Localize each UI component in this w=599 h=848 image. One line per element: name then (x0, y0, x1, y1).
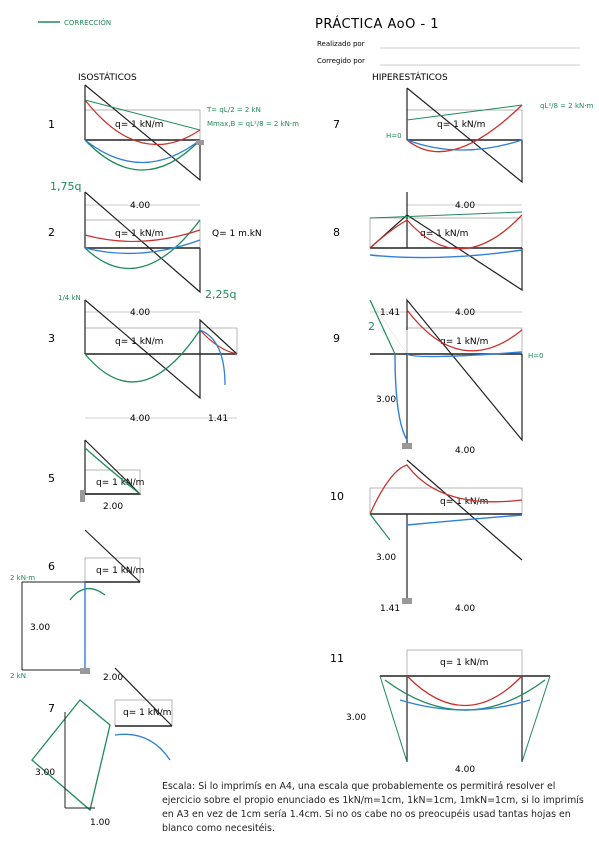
span-label-bottom: 4.00 (455, 446, 475, 456)
problem-5-number: 5 (48, 472, 55, 485)
support (196, 140, 204, 145)
problem-3-number: 3 (48, 332, 55, 345)
curve-red (84, 99, 201, 146)
side-label: 2 (368, 320, 375, 333)
moment-note: qL²/8 = 2 kN·m (540, 102, 593, 110)
load-label: q= 1 kN/m (437, 120, 485, 130)
problem-8: 8 4.00 q= 1 kN/m (333, 192, 523, 292)
problem-3: 3 1/4 kN 4.00 q= 1 kN/m 4.00 1.41 (48, 294, 238, 424)
load-label: q= 1 kN/m (420, 229, 468, 239)
span-label: 4.00 (130, 201, 150, 211)
problem-1-number: 1 (48, 118, 55, 131)
reaction-top: 1/4 kN (58, 294, 81, 302)
span-label: 2.00 (103, 502, 123, 512)
force-label: 2 kN (10, 672, 26, 680)
problem-8-number: 8 (333, 226, 340, 239)
problem-1: 1 q= 1 kN/m T= qL/2 = 2 kN Mmax,B = qL²/… (48, 84, 299, 182)
problem-7b-number: 7 (48, 702, 55, 715)
realizado-label: Realizado por (317, 40, 365, 48)
span-label: 2.00 (103, 673, 123, 683)
moment-curve-blue (84, 139, 201, 164)
p1-m-note: Mmax,B = qL²/8 = 2 kN·m (207, 120, 299, 128)
shear-line (84, 299, 238, 400)
problem-6-number: 6 (48, 560, 55, 573)
load-label: q= 1 kN/m (440, 658, 488, 668)
span-label: 4.00 (455, 308, 475, 318)
load-label: q= 1 kN/m (440, 497, 488, 507)
height-label: 3.00 (35, 768, 55, 778)
shear-line (84, 191, 201, 294)
problem-2-number: 2 (48, 226, 55, 239)
section-hiperestaticos: HIPERESTÁTICOS (372, 71, 448, 83)
problem-7-number: 7 (333, 118, 340, 131)
span-label: 1.00 (90, 818, 110, 828)
load-label: q= 1 kN/m (440, 337, 488, 347)
span-label: 4.00 (455, 201, 475, 211)
load-label: q= 1 kN/m (115, 229, 163, 239)
problem-5: 5 q= 1 kN/m 2.00 (48, 439, 144, 512)
h-label: H=0 (386, 132, 402, 140)
span2-label: 1.41 (380, 308, 400, 318)
height-label: 3.00 (30, 623, 50, 633)
shear-line (84, 84, 201, 182)
load-label: q= 1 kN/m (96, 566, 144, 576)
moment-label: Q= 1 m.kN (212, 229, 262, 239)
load-label: q= 1 kN/m (96, 478, 144, 488)
legend-correction: CORRECCIÓN (64, 18, 111, 27)
page-title: PRÁCTICA AoO - 1 (315, 16, 439, 32)
problem-2: 2 1,75q 4.00 q= 1 kN/m Q= 1 m.kN 2,25q (48, 180, 262, 301)
problem-9-number: 9 (333, 332, 340, 345)
h-label: H=0 (528, 352, 544, 360)
section-isostaticos: ISOSTÁTICOS (78, 71, 137, 83)
span-label-bottom: 4.00 (130, 414, 150, 424)
load-label: q= 1 kN/m (115, 337, 163, 347)
height-label: 3.00 (346, 713, 366, 723)
corregido-label: Corregido por (317, 57, 365, 65)
reaction-top: 1,75q (50, 180, 81, 193)
scale-note: Escala: Si lo imprimís en A4, una escala… (162, 781, 584, 834)
load-label: q= 1 kN/m (123, 708, 171, 718)
problem-7-right: 7 q= 1 kN/m qL²/8 = 2 kN·m H=0 (333, 87, 593, 184)
load-label: q= 1 kN/m (115, 120, 163, 130)
moment-label: 2 kN·m (10, 574, 35, 582)
height-label: 3.00 (376, 553, 396, 563)
span-label: 4.00 (455, 765, 475, 775)
span-label: 1.41 (380, 604, 400, 614)
fixed-support (80, 490, 85, 502)
span-label-bottom: 4.00 (455, 604, 475, 614)
reaction-bottom: 2,25q (205, 288, 236, 301)
problem-7-left: 7 q= 1 kN/m 3.00 1.00 (31, 667, 173, 828)
problem-10-number: 10 (330, 490, 344, 503)
problem-6: 6 q= 1 kN/m 3.00 2 kN·m 2 kN 2.00 (10, 529, 144, 683)
span2-label: 1.41 (208, 414, 228, 424)
problem-9: 9 1.41 4.00 q= 1 kN/m 2 H=0 3.00 4.00 (333, 298, 544, 456)
problem-10: 10 q= 1 kN/m 3.00 1.41 4.00 (330, 459, 523, 614)
problem-11-number: 11 (330, 652, 344, 665)
moment-curve-green (84, 139, 201, 171)
p1-t-note: T= qL/2 = 2 kN (206, 106, 261, 114)
height-label: 3.00 (376, 395, 396, 405)
problem-11: 11 q= 1 kN/m 3.00 4.00 (330, 649, 551, 775)
span-label: 4.00 (130, 308, 150, 318)
